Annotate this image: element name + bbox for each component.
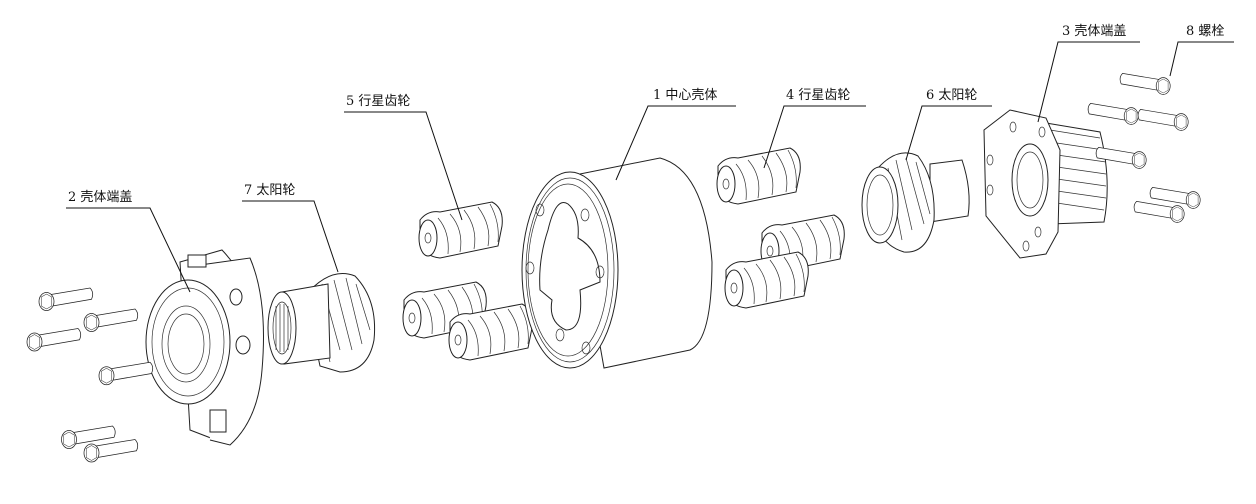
leader-line-5 xyxy=(344,111,463,221)
housing-cover-right xyxy=(983,109,1108,259)
callout-7-sun-gear: 7 太阳轮 xyxy=(244,183,296,198)
leader-line-6 xyxy=(905,105,992,161)
planet-gear xyxy=(716,147,801,205)
callout-3-housing-cover: 3 壳体端盖 xyxy=(1062,24,1127,39)
planet-gear xyxy=(724,251,809,309)
planet-gears-right xyxy=(716,147,845,309)
callout-2-housing-cover: 2 壳体端盖 xyxy=(68,190,133,205)
planet-gears-left xyxy=(402,201,533,361)
leader-line-3 xyxy=(1037,41,1140,123)
leader-line-8 xyxy=(1169,41,1234,77)
callout-1-central-housing: 1 中心壳体 xyxy=(653,88,718,103)
bolt xyxy=(1137,109,1189,131)
sun-gear-right xyxy=(861,152,970,253)
leader-line-2 xyxy=(66,207,191,293)
leader-line-4 xyxy=(763,105,866,169)
bolt xyxy=(1133,201,1185,223)
housing-cover-left xyxy=(145,249,264,446)
bolt xyxy=(1087,103,1139,125)
sun-gear-left xyxy=(267,273,376,373)
leader-line-7 xyxy=(242,200,339,273)
bolt xyxy=(83,439,139,463)
bolt xyxy=(83,308,139,332)
callout-8-bolt: 8 螺栓 xyxy=(1186,24,1225,39)
bolt xyxy=(38,287,94,311)
leader-lines xyxy=(66,41,1234,293)
central-housing xyxy=(521,157,713,369)
bolt xyxy=(1119,73,1171,95)
leader-line-1 xyxy=(615,105,736,181)
bolt xyxy=(98,361,154,386)
bolt xyxy=(26,328,82,352)
bolts-left xyxy=(26,287,154,463)
callout-5-planet-gear: 5 行星齿轮 xyxy=(346,94,411,109)
callout-4-planet-gear: 4 行星齿轮 xyxy=(786,88,851,103)
planet-gear xyxy=(418,201,503,259)
callout-6-sun-gear: 6 太阳轮 xyxy=(926,88,978,103)
